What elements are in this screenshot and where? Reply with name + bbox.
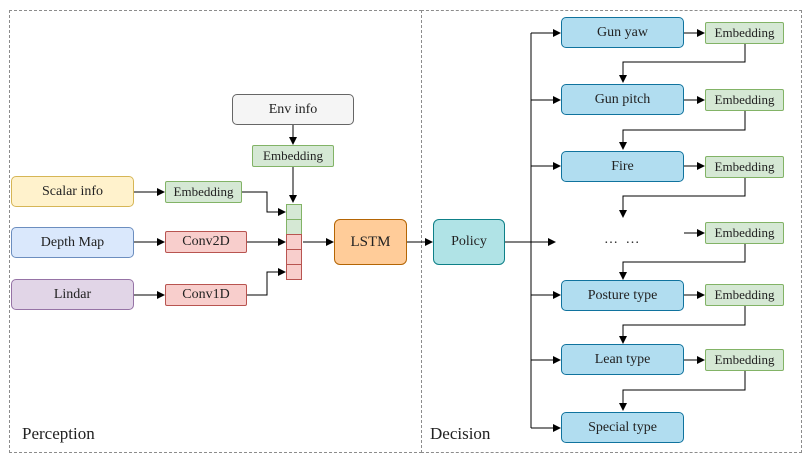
stack-cell-embedding-2 [286,219,302,235]
lidar-arrow-2 [247,268,286,296]
lstm-label: LSTM [350,233,391,250]
stack-cell-embedding-1 [286,204,302,220]
action-gun-pitch: Gun pitch [561,84,684,115]
lidar-box: Lindar [11,279,134,310]
feedback-2 [619,111,746,150]
embedding-lean-type-label: Embedding [714,352,775,367]
action-gun-pitch-label: Gun pitch [594,91,651,107]
scalar-arrow-2 [242,191,286,216]
action-posture-type: Posture type [561,280,684,311]
scalar-info-box: Scalar info [11,176,134,207]
env-info-label: Env info [268,101,318,117]
env-embedding-box: Embedding [252,145,334,167]
depth-map-label: Depth Map [40,234,105,250]
decision-panel [421,10,802,453]
feedback-5 [619,306,746,344]
embedding-fire-label: Embedding [714,159,775,174]
action-posture-type-label: Posture type [587,287,658,303]
depth-conv-box: Conv2D [165,231,247,253]
feedback-3 [619,177,746,218]
action-fire-label: Fire [611,158,634,174]
env-embedding-label: Embedding [263,148,323,163]
stack-cell-conv-1 [286,234,302,250]
feedback-1 [619,44,746,83]
decision-label: Decision [430,424,491,443]
stack-cell-conv-2 [286,249,302,265]
action-lean-type: Lean type [561,344,684,375]
embedding-gun-yaw-label: Embedding [714,25,775,40]
embedding-ellipsis: Embedding [705,222,784,244]
embedding-ellipsis-label: Embedding [714,225,775,240]
env-info-box: Env info [232,94,354,125]
embedding-posture-type-label: Embedding [714,287,775,302]
lidar-conv-box: Conv1D [165,284,247,306]
policy-label: Policy [451,234,487,249]
embedding-gun-yaw: Embedding [705,22,784,44]
embedding-posture-type: Embedding [705,284,784,306]
embedding-gun-pitch-label: Embedding [714,92,775,107]
feedback-4 [619,244,746,280]
action-lean-type-label: Lean type [594,351,651,367]
policy-box: Policy [433,219,505,265]
embedding-gun-pitch: Embedding [705,89,784,111]
perception-label: Perception [22,424,95,443]
scalar-embedding-label: Embedding [173,184,234,199]
action-special-type: Special type [561,412,684,443]
scalar-embedding-box: Embedding [165,181,242,203]
depth-map-box: Depth Map [11,227,134,258]
feedback-6 [619,371,746,411]
action-fire: Fire [561,151,684,182]
action-gun-yaw-label: Gun yaw [597,24,648,40]
depth-conv-label: Conv2D [182,234,230,249]
lidar-label: Lindar [53,286,92,302]
action-special-type-label: Special type [588,419,657,435]
lstm-box: LSTM [334,219,407,265]
embedding-fire: Embedding [705,156,784,178]
ellipsis-text: … … [604,232,642,247]
action-gun-yaw: Gun yaw [561,17,684,48]
lidar-conv-label: Conv1D [182,287,230,302]
embedding-lean-type: Embedding [705,349,784,371]
scalar-info-label: Scalar info [41,183,104,199]
stack-cell-conv-3 [286,264,302,280]
